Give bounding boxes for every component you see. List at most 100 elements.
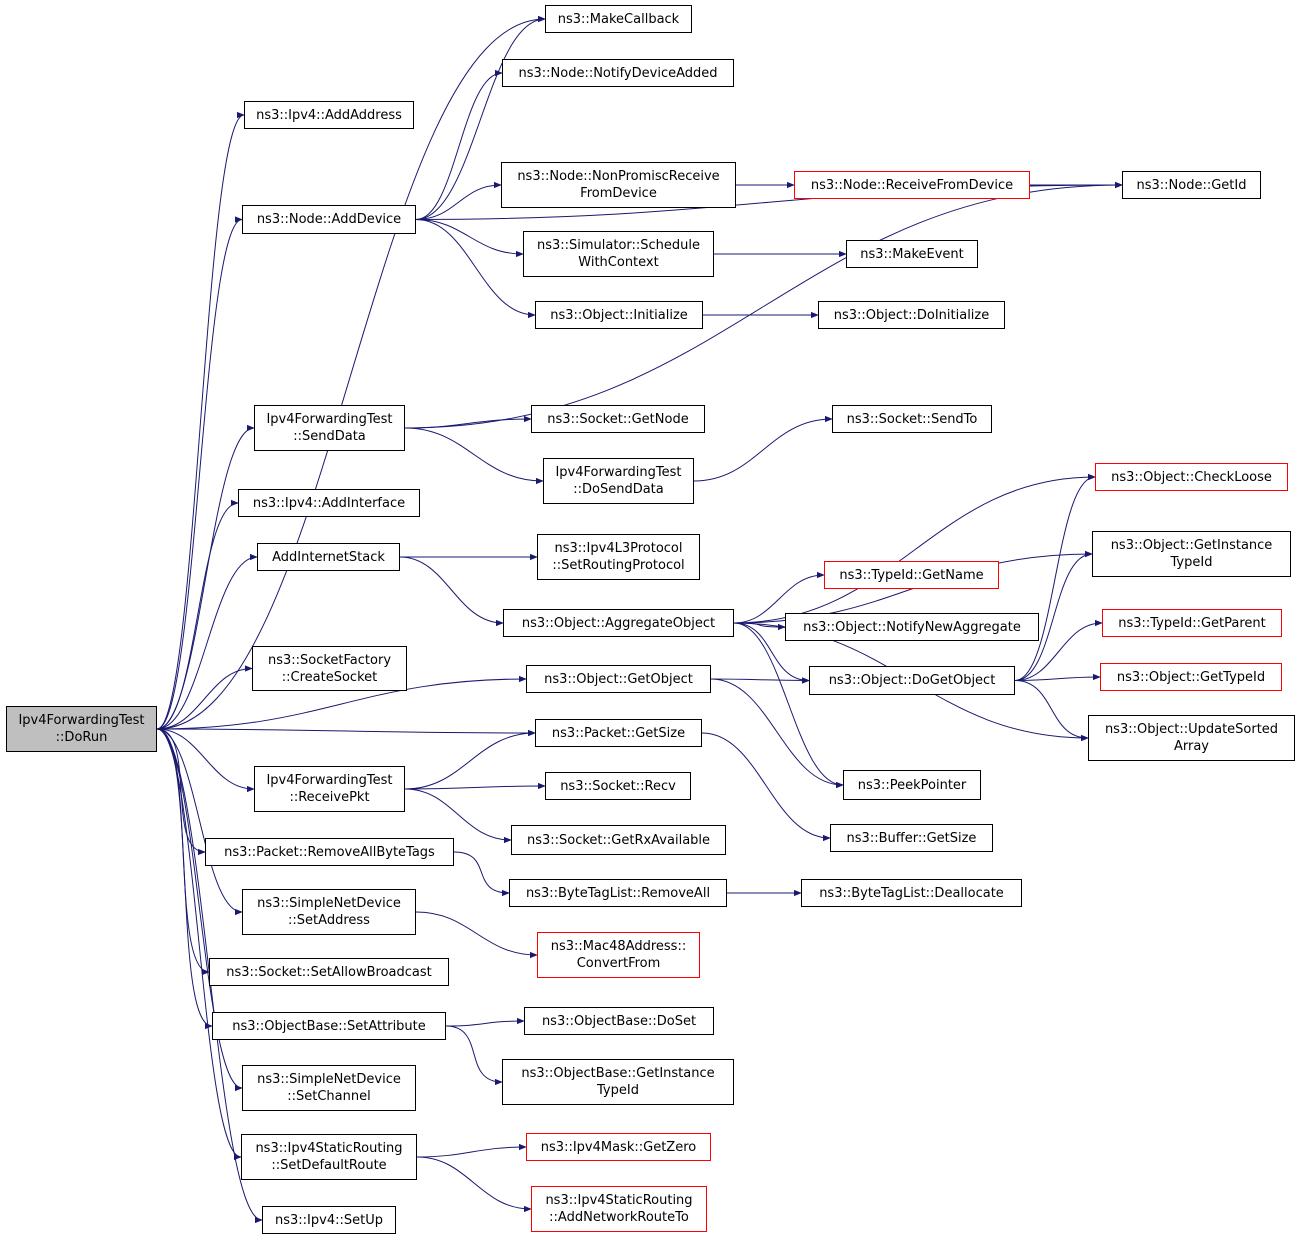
- node-ipv4l3protocol-setroutingprotocol[interactable]: ns3::Ipv4L3Protocol::SetRoutingProtocol: [537, 534, 700, 580]
- node-label: ns3::Ipv4::SetUp: [275, 1212, 383, 1228]
- edge-receivepkt-to-socket-getrxavailable: [404, 788, 512, 844]
- node-objectbase-setattribute[interactable]: ns3::ObjectBase::SetAttribute: [212, 1012, 446, 1040]
- node-label: ns3::SimpleNetDevice: [257, 1072, 401, 1087]
- node-object-initialize[interactable]: ns3::Object::Initialize: [535, 301, 703, 329]
- node-label: ns3::ObjectBase::GetInstance: [521, 1066, 715, 1081]
- edge-simplenetdevice-setaddress-to-mac48address-convertfrom: [415, 911, 538, 959]
- edge-dosenddata-to-socket-sendto: [693, 415, 833, 482]
- node-sendData[interactable]: Ipv4ForwardingTest::SendData: [254, 405, 405, 451]
- node-object-dogetobject[interactable]: ns3::Object::DoGetObject: [809, 666, 1015, 695]
- node-label: Ipv4ForwardingTest: [266, 773, 393, 788]
- node-root: Ipv4ForwardingTest::DoRun: [6, 706, 157, 752]
- node-label: ::ReceivePkt: [289, 790, 370, 805]
- node-object-doinitialize[interactable]: ns3::Object::DoInitialize: [818, 301, 1005, 329]
- node-receivepkt[interactable]: Ipv4ForwardingTest::ReceivePkt: [254, 766, 405, 812]
- node-label: ::SetAddress: [288, 913, 370, 928]
- node-ipv4staticrouting-addnetworkrouteto[interactable]: ns3::Ipv4StaticRouting::AddNetworkRouteT…: [531, 1186, 707, 1232]
- node-addinternetstack[interactable]: AddInternetStack: [257, 543, 400, 571]
- node-label: ns3::Object::UpdateSorted: [1104, 722, 1279, 737]
- node-bytetaglist-deallocate[interactable]: ns3::ByteTagList::Deallocate: [801, 879, 1022, 907]
- node-label: WithContext: [578, 255, 659, 270]
- node-label: ns3::Ipv4Mask::GetZero: [540, 1139, 697, 1155]
- node-object-checkloose[interactable]: ns3::Object::CheckLoose: [1095, 463, 1288, 491]
- node-label: ns3::MakeEvent: [860, 246, 964, 262]
- edge-root-to-packet-removeallbytetags: [156, 728, 206, 856]
- node-label: ns3::TypeId::GetName: [839, 567, 984, 583]
- edge-packet-removeallbytetags-to-bytetaglist-removeall: [453, 851, 510, 897]
- node-label: ns3::ByteTagList::Deallocate: [819, 885, 1004, 901]
- node-packet-getsize[interactable]: ns3::Packet::GetSize: [535, 719, 702, 747]
- node-label: ns3::SimpleNetDevice: [257, 896, 401, 911]
- node-label: ns3::Socket::Recv: [560, 778, 676, 794]
- node-makecallback[interactable]: ns3::MakeCallback: [545, 5, 692, 33]
- node-ipv4mask-getzero[interactable]: ns3::Ipv4Mask::GetZero: [526, 1133, 711, 1161]
- node-typeid-getname[interactable]: ns3::TypeId::GetName: [824, 561, 999, 589]
- node-socketfactory-createsocket[interactable]: ns3::SocketFactory::CreateSocket: [252, 646, 407, 691]
- node-node-adddevice[interactable]: ns3::Node::AddDevice: [242, 205, 416, 234]
- edge-root-to-node-adddevice: [156, 216, 243, 730]
- edge-addinternetstack-to-object-aggregateobject: [399, 556, 504, 627]
- node-socket-recv[interactable]: ns3::Socket::Recv: [545, 772, 691, 800]
- node-ipv4staticrouting-setdefaultroute[interactable]: ns3::Ipv4StaticRouting::SetDefaultRoute: [241, 1134, 417, 1180]
- node-socket-getrxavailable[interactable]: ns3::Socket::GetRxAvailable: [511, 825, 726, 855]
- node-node-notifydeviceadded[interactable]: ns3::Node::NotifyDeviceAdded: [502, 59, 734, 87]
- node-node-getid[interactable]: ns3::Node::GetId: [1122, 171, 1261, 199]
- node-label: ns3::Node::AddDevice: [256, 212, 402, 227]
- node-label: ::AddNetworkRouteTo: [549, 1210, 689, 1225]
- node-typeid-getparent[interactable]: ns3::TypeId::GetParent: [1102, 609, 1282, 637]
- node-buffer-getsize[interactable]: ns3::Buffer::GetSize: [830, 824, 993, 852]
- node-label: ns3::Object::Initialize: [550, 307, 688, 323]
- node-peekpointer[interactable]: ns3::PeekPointer: [843, 770, 981, 800]
- node-object-notifynewaggregate[interactable]: ns3::Object::NotifyNewAggregate: [785, 613, 1039, 641]
- node-object-getobject[interactable]: ns3::Object::GetObject: [526, 665, 711, 693]
- edge-root-to-sendData: [156, 424, 255, 730]
- node-ipv4-addaddress[interactable]: ns3::Ipv4::AddAddress: [244, 101, 414, 129]
- node-label: ::DoRun: [55, 730, 108, 745]
- node-label: TypeId: [597, 1083, 639, 1098]
- node-label: ns3::MakeCallback: [557, 11, 680, 27]
- node-label: ::SetRoutingProtocol: [552, 558, 685, 573]
- edge-root-to-objectbase-setattribute: [156, 728, 213, 1030]
- edge-objectbase-setattribute-to-objectbase-getinstancetypeid: [445, 1025, 503, 1086]
- node-label: ns3::Buffer::GetSize: [846, 830, 977, 846]
- node-dosenddata[interactable]: Ipv4ForwardingTest::DoSendData: [543, 458, 694, 504]
- node-label: ns3::Socket::GetRxAvailable: [526, 832, 711, 848]
- node-packet-removeallbytetags[interactable]: ns3::Packet::RemoveAllByteTags: [205, 838, 454, 866]
- node-ipv4-addinterface[interactable]: ns3::Ipv4::AddInterface: [238, 489, 420, 517]
- node-socket-setallowbroadcast[interactable]: ns3::Socket::SetAllowBroadcast: [209, 958, 449, 986]
- edge-root-to-ipv4staticrouting-setdefaultroute: [156, 728, 242, 1161]
- node-label: ns3::Node::GetId: [1136, 177, 1247, 193]
- node-socket-getnode[interactable]: ns3::Socket::GetNode: [531, 405, 705, 433]
- node-label: ns3::Node::NotifyDeviceAdded: [518, 65, 718, 81]
- edge-object-getobject-to-peekpointer: [710, 678, 844, 789]
- node-label: ns3::Object::DoInitialize: [833, 307, 990, 323]
- node-label: Array: [1173, 739, 1209, 754]
- edge-object-aggregateobject-to-object-dogetobject: [733, 622, 810, 684]
- node-mac48address-convertfrom[interactable]: ns3::Mac48Address::ConvertFrom: [537, 932, 700, 978]
- node-makeevent[interactable]: ns3::MakeEvent: [846, 240, 978, 268]
- node-simplenetdevice-setaddress[interactable]: ns3::SimpleNetDevice::SetAddress: [242, 889, 416, 935]
- node-objectbase-doset[interactable]: ns3::ObjectBase::DoSet: [524, 1007, 714, 1035]
- node-object-aggregateobject[interactable]: ns3::Object::AggregateObject: [503, 609, 734, 637]
- node-label: AddInternetStack: [272, 549, 385, 565]
- node-socket-sendto[interactable]: ns3::Socket::SendTo: [832, 405, 992, 433]
- node-simplenetdevice-setchannel[interactable]: ns3::SimpleNetDevice::SetChannel: [242, 1065, 416, 1111]
- edge-ipv4staticrouting-setdefaultroute-to-ipv4mask-getzero: [416, 1143, 527, 1158]
- node-ipv4-setup[interactable]: ns3::Ipv4::SetUp: [262, 1206, 396, 1234]
- node-label: ns3::Object::GetTypeId: [1116, 669, 1266, 685]
- node-bytetaglist-removeall[interactable]: ns3::ByteTagList::RemoveAll: [509, 879, 727, 907]
- node-object-gettypeid[interactable]: ns3::Object::GetTypeId: [1100, 663, 1282, 691]
- edge-node-adddevice-to-object-initialize: [415, 219, 536, 319]
- edge-object-aggregateobject-to-object-checkloose: [733, 473, 1096, 624]
- edge-root-to-simplenetdevice-setaddress: [156, 728, 243, 916]
- edge-root-to-ipv4-addinterface: [156, 499, 239, 730]
- node-node-receivefromdevice[interactable]: ns3::Node::ReceiveFromDevice: [794, 171, 1030, 199]
- node-label: ::SetDefaultRoute: [271, 1158, 387, 1173]
- node-label: ns3::SocketFactory: [267, 652, 392, 668]
